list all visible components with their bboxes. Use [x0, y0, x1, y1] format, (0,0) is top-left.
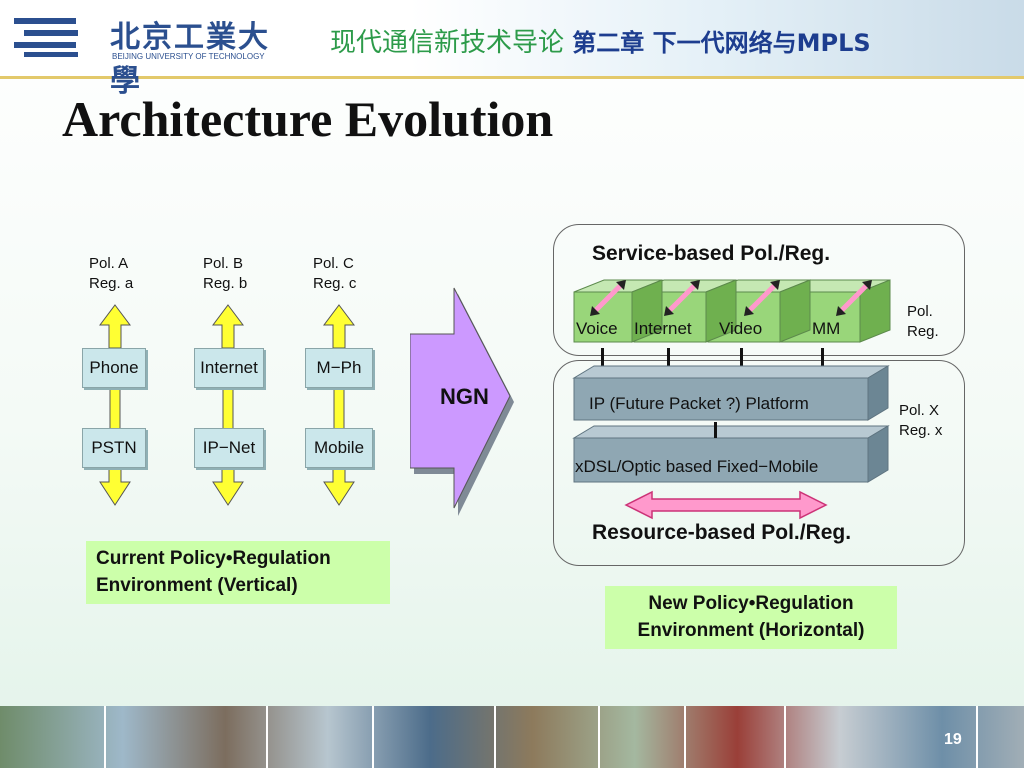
resource-heading: Resource-based Pol./Reg.: [592, 521, 852, 544]
link-phone-pstn: [109, 387, 121, 433]
up-arrow-mph: [323, 304, 355, 349]
university-logo: 北京工業大學 BEIJING UNIVERSITY OF TECHNOLOGY: [14, 8, 274, 99]
down-arrow-mobile: [323, 467, 355, 506]
university-emblem-icon: [14, 18, 78, 57]
policy-label-a: Pol. A Reg. a: [89, 255, 134, 292]
new-environment-caption: New Policy•Regulation Environment (Horiz…: [605, 586, 897, 649]
policy-arrow-internet: [665, 281, 699, 315]
network-box-ipnet: IP−Net: [194, 428, 264, 468]
service-box-phone: Phone: [82, 348, 146, 388]
service-internet: Internet: [634, 319, 692, 338]
down-arrow-pstn: [99, 467, 131, 506]
network-layers: [572, 365, 890, 483]
current-environment-caption: Current Policy•Regulation Environment (V…: [86, 541, 390, 604]
service-video: Video: [719, 319, 763, 338]
resource-double-arrow: [624, 490, 828, 520]
policy-label-b: Pol. B Reg. b: [203, 255, 248, 292]
course-title: 现代通信新技术导论 第二章 下一代网络与MPLS: [330, 22, 871, 59]
logo-chinese-text: 北京工業大學: [110, 20, 270, 99]
policy-arrow-voice: [591, 281, 625, 315]
ip-platform-layer: IP (Future Packet ?) Platform: [589, 394, 809, 413]
page-number: 19: [944, 731, 962, 748]
service-blocks: [573, 279, 891, 372]
link-internet-ipnet: [222, 387, 234, 433]
service-voice: Voice: [576, 319, 618, 338]
resource-panel: [553, 360, 965, 566]
policy-label-c: Pol. C Reg. c: [313, 255, 357, 292]
network-box-pstn: PSTN: [82, 428, 146, 468]
down-arrow-ipnet: [212, 467, 244, 506]
header-band: [0, 0, 1024, 78]
service-box-internet: Internet: [194, 348, 264, 388]
policy-arrow-video: [745, 281, 779, 315]
service-heading: Service-based Pol./Reg.: [592, 242, 831, 265]
vertical-arrows: [99, 304, 355, 506]
service-mm: MM: [812, 319, 841, 338]
network-box-mobile: Mobile: [305, 428, 373, 468]
footer-photo-strip: [0, 706, 1024, 768]
logo-english-text: BEIJING UNIVERSITY OF TECHNOLOGY: [112, 52, 265, 61]
service-box-mph: M−Ph: [305, 348, 373, 388]
up-arrow-phone: [99, 304, 131, 349]
page-title: Architecture Evolution: [62, 91, 554, 147]
ngn-label: NGN: [440, 384, 489, 409]
policy-arrow-mm: [837, 281, 871, 315]
ngn-arrow: [410, 287, 514, 516]
up-arrow-internet: [212, 304, 244, 349]
chapter-name: 第二章 下一代网络与MPLS: [572, 29, 871, 57]
service-panel: [553, 224, 965, 356]
course-name: 现代通信新技术导论: [330, 28, 565, 58]
link-mph-mobile: [333, 387, 345, 433]
header-divider: [0, 76, 1024, 79]
service-policy-label: Pol. Reg.: [907, 303, 939, 340]
layer-policy-label: Pol. X Reg. x: [899, 402, 943, 439]
access-layer: xDSL/Optic based Fixed−Mobile: [575, 457, 819, 476]
